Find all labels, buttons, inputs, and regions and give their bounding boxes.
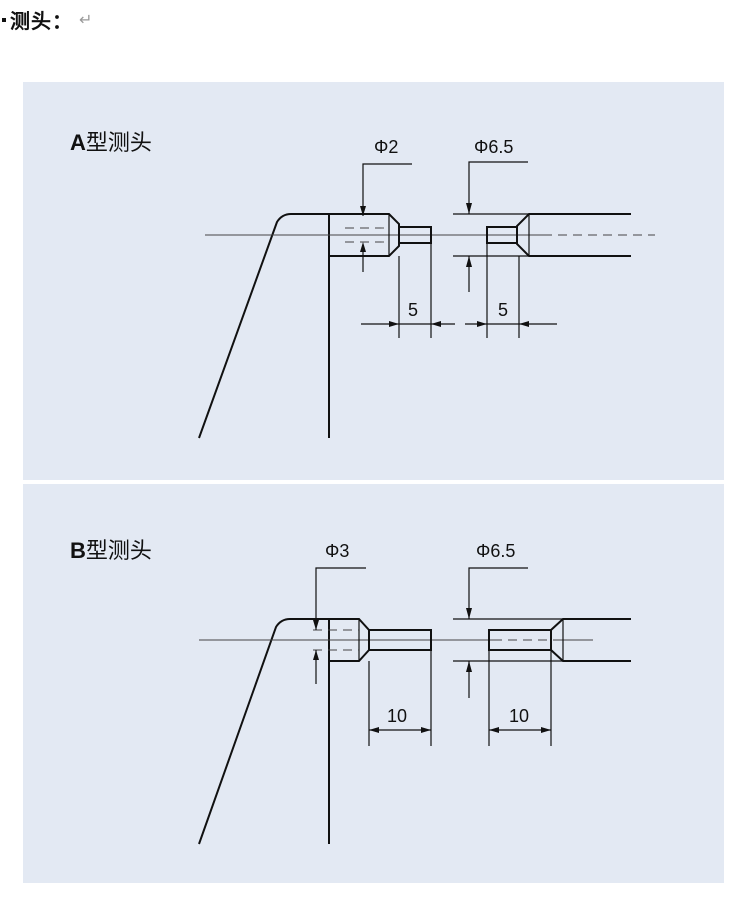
return-icon: ↵	[79, 9, 93, 29]
anvil-diameter-label-a: Φ6.5	[474, 137, 513, 157]
diagram-type-a: Φ2 Φ6.5 5	[198, 137, 655, 439]
tip-length-dimension-b: 10	[368, 650, 432, 746]
panel-letter-a: A	[70, 130, 86, 155]
anvil-length-dimension-b: 10	[488, 650, 552, 746]
anvil-diameter-dimension-a: Φ6.5	[453, 137, 529, 292]
tip-length-label-b: 10	[387, 706, 407, 726]
section-heading: 测头： ↵	[2, 4, 92, 34]
heading-text: 测头：	[10, 8, 73, 33]
anvil-diameter-label-b: Φ6.5	[476, 541, 515, 561]
tip-diameter-label-a: Φ2	[374, 137, 398, 157]
anvil-diameter-dimension-b: Φ6.5	[453, 541, 563, 698]
panel-word-a: 型测头	[85, 131, 152, 156]
frame-outline-b	[198, 618, 333, 845]
panel-letter-b: B	[70, 538, 86, 563]
measuring-tip-a	[329, 213, 432, 257]
panel-title-b: B型测头	[70, 540, 152, 563]
diagram-type-b: Φ3 Φ6.5 10 10	[198, 541, 631, 845]
frame-outline-a	[198, 213, 333, 439]
anvil-length-dimension-a: 5	[465, 243, 557, 338]
measuring-tip-b	[313, 618, 432, 662]
panel-word-b: 型测头	[85, 539, 152, 564]
tip-diameter-dimension-b: Φ3	[313, 541, 366, 684]
anvil-a	[486, 213, 631, 257]
tip-diameter-label-b: Φ3	[325, 541, 349, 561]
anvil-length-label-b: 10	[509, 706, 529, 726]
anvil-length-label-a: 5	[498, 300, 508, 320]
panel-title-a: A型测头	[70, 132, 152, 155]
tip-length-dimension-a: 5	[361, 243, 455, 338]
tip-length-label-a: 5	[408, 300, 418, 320]
bullet-dot	[2, 18, 6, 22]
tip-diameter-dimension-a: Φ2	[360, 137, 412, 272]
panel-type-b: Φ3 Φ6.5 10 10	[23, 484, 724, 883]
panel-type-a: Φ2 Φ6.5 5	[23, 82, 724, 480]
anvil-b	[488, 618, 631, 662]
